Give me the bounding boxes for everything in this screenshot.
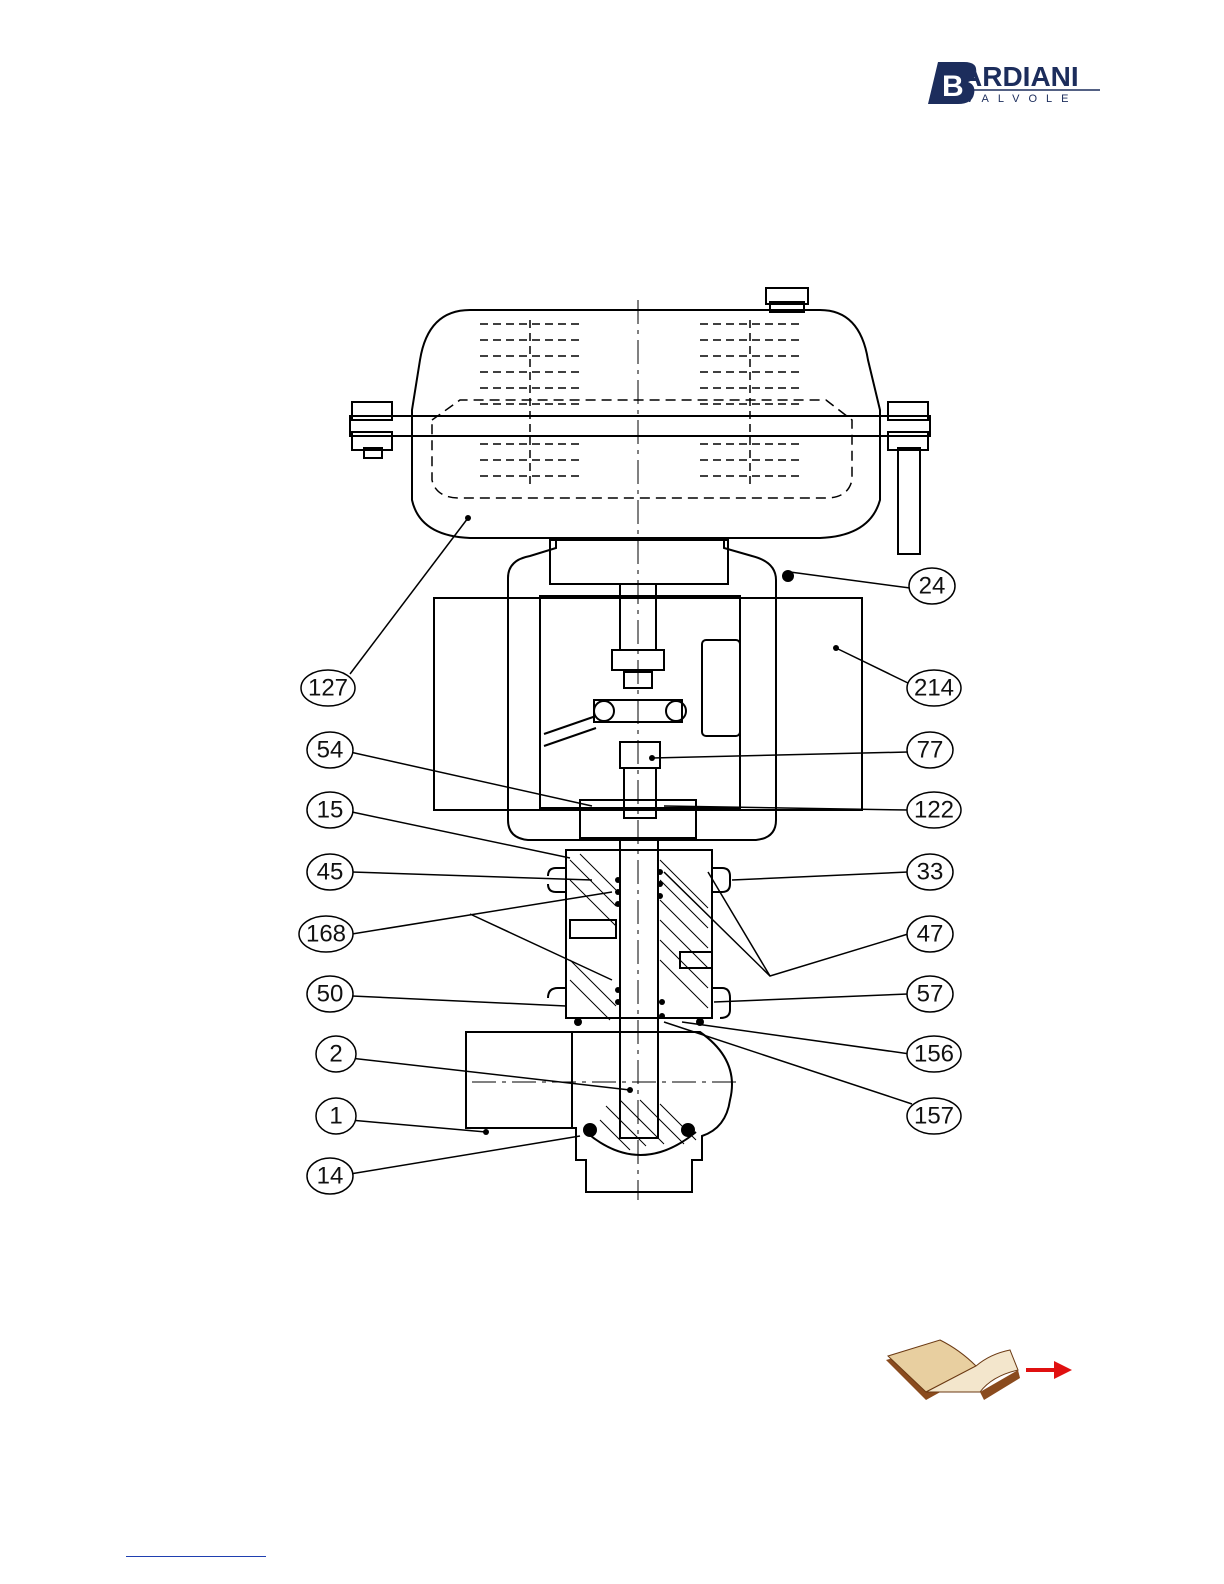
callout-label-2: 2 <box>329 1041 342 1068</box>
callout-label-24: 24 <box>919 573 946 600</box>
clamp-band <box>350 416 930 436</box>
actuator-housing <box>412 310 880 538</box>
callout-label-50: 50 <box>317 981 344 1008</box>
valve-body <box>566 850 712 1018</box>
callout-label-157: 157 <box>914 1103 954 1130</box>
callout-label-57: 57 <box>917 981 944 1008</box>
open-book-nav-link[interactable] <box>880 1330 1080 1410</box>
callout-label-127: 127 <box>308 675 348 702</box>
footer-rule <box>126 1556 266 1557</box>
callout-label-168: 168 <box>306 921 346 948</box>
callout-label-122: 122 <box>914 797 954 824</box>
control-plate <box>434 598 862 810</box>
callout-label-1: 1 <box>329 1103 342 1130</box>
callout-label-14: 14 <box>317 1163 344 1190</box>
arrow-right-icon <box>1026 1361 1072 1379</box>
callout-label-15: 15 <box>317 797 344 824</box>
callout-label-45: 45 <box>317 859 344 886</box>
callout-label-47: 47 <box>917 921 944 948</box>
callout-label-77: 77 <box>917 737 944 764</box>
callout-label-54: 54 <box>317 737 344 764</box>
callout-label-156: 156 <box>914 1041 954 1068</box>
callout-label-214: 214 <box>914 675 954 702</box>
open-book-icon <box>880 1330 1080 1410</box>
callout-label-33: 33 <box>917 859 944 886</box>
